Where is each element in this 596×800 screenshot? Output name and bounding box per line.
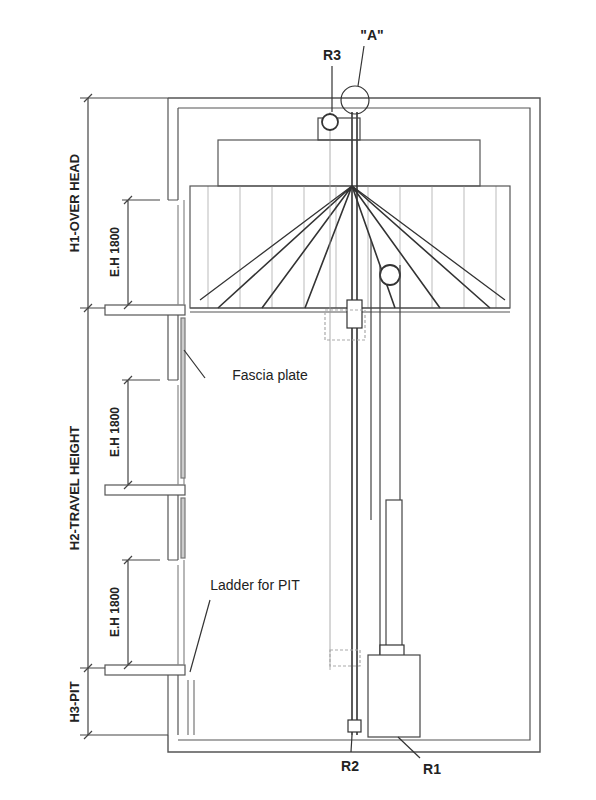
dimension-label: E.H 1800: [109, 407, 122, 457]
part-label: Ladder for PIT: [208, 578, 302, 593]
detail-mark: "A": [360, 28, 383, 43]
dimension-label: E.H 1800: [109, 587, 122, 637]
callout-number: R1: [423, 762, 441, 777]
dimension-label: H2-TRAVEL HEIGHT: [68, 426, 82, 550]
dimension-label: E.H 1800: [109, 227, 122, 277]
callout-number: R2: [341, 759, 359, 774]
part-label: Fascia plate: [230, 368, 309, 383]
dimension-label: H1-OVER HEAD: [68, 154, 82, 252]
dimension-label: H3-PIT: [68, 681, 82, 722]
callout-number: R3: [323, 48, 341, 63]
